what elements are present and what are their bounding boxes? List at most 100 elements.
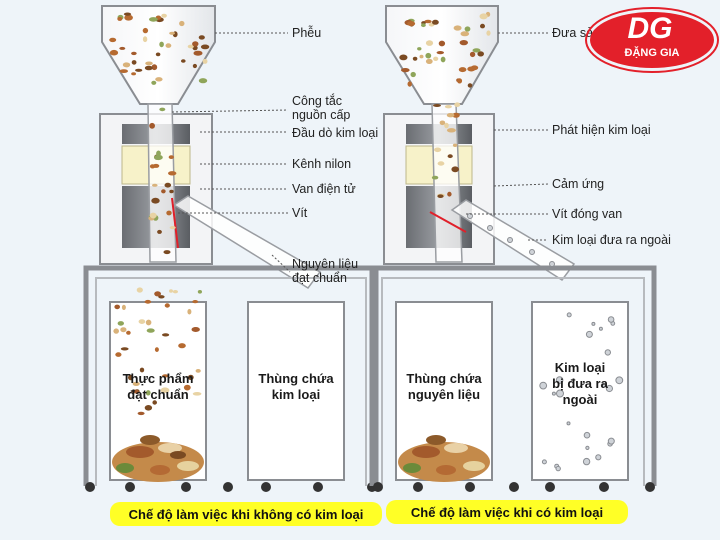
metal-particle [566, 312, 572, 318]
bin-metal-left [247, 301, 345, 481]
label-hopper: Phễu [292, 25, 321, 40]
nut-particle [161, 189, 166, 194]
wheel [645, 482, 655, 492]
metal-particle [595, 454, 602, 461]
label-valve-screw: Vít đóng van [552, 207, 622, 221]
nut-pile-right [398, 435, 490, 482]
valve-flap-left [171, 197, 179, 249]
nut-particle [458, 67, 467, 73]
logo-name: ĐẶNG GIA [625, 46, 680, 59]
nut-particle [164, 303, 170, 308]
nut-particle [161, 13, 167, 18]
nut-particle [165, 43, 172, 48]
nut-particle [149, 212, 157, 219]
caption-box-left [110, 502, 382, 526]
label-nylon-channel: Kênh nilon [292, 157, 351, 171]
nut-particle [145, 319, 152, 326]
wheel [465, 482, 475, 492]
nut-particle [159, 107, 166, 112]
caption-left: Chế độ làm việc khi không có kim loại [129, 507, 364, 522]
nut-particle [480, 23, 485, 29]
nut-particle [151, 197, 160, 204]
nut-particle [457, 78, 463, 84]
wheel [545, 482, 555, 492]
nut-particle [407, 21, 416, 27]
metal-particle [529, 249, 535, 255]
metal-particle [583, 431, 591, 439]
nut-particle [200, 44, 210, 50]
nut-particle [444, 105, 452, 109]
metal-particle [585, 445, 590, 450]
nut-particle [446, 113, 455, 118]
nut-particle [146, 328, 155, 333]
nut-particle [168, 155, 174, 160]
nut-particle [446, 128, 456, 133]
nut-particle [135, 68, 143, 72]
wheel [261, 482, 271, 492]
nut-particle [169, 289, 173, 293]
nut-particle [407, 81, 412, 87]
nut-particle [467, 66, 476, 72]
nut-particle [191, 327, 200, 332]
metal-particle [607, 316, 615, 323]
nut-particle [154, 347, 159, 352]
brand-logo: DG ĐẶNG GIA [585, 7, 719, 73]
nut-particle [163, 250, 171, 255]
nut-particle [149, 17, 158, 22]
metal-particle [541, 459, 547, 465]
nut-particle [447, 154, 453, 159]
nut-particle [128, 374, 134, 381]
nut-particle [117, 16, 123, 21]
nut-particle [469, 51, 476, 58]
nut-particle [453, 25, 462, 31]
nut-particle [454, 102, 461, 107]
nut-particle [459, 40, 468, 46]
nut-particle [195, 369, 201, 373]
hopper-right [385, 5, 499, 105]
left-machine [83, 5, 379, 492]
nut-particle [439, 120, 446, 126]
nut-particle [472, 48, 481, 53]
nut-particle [486, 30, 491, 36]
label-metal-probe: Đầu dò kim loại [292, 126, 378, 140]
nut-particle [434, 147, 442, 153]
nut-particle [178, 343, 186, 349]
metal-particle [604, 349, 611, 356]
label-solenoid-valve: Van điện tử [292, 182, 356, 196]
nut-particle [444, 122, 449, 129]
nut-particle [464, 26, 471, 32]
nut-particle [138, 319, 146, 324]
wheel [313, 482, 323, 492]
logo-mark: DG [628, 12, 673, 45]
nut-particle [126, 330, 131, 335]
nut-particle [179, 20, 185, 27]
nut-particle [159, 41, 164, 48]
wheel [413, 482, 423, 492]
nut-particle [166, 210, 172, 216]
label-metal-detection: Phát hiện kim loại [552, 123, 651, 137]
nut-particle [132, 381, 140, 386]
left-leaders [171, 32, 291, 273]
nut-particle [169, 189, 174, 194]
nut-particle [155, 77, 163, 82]
nut-particle [169, 31, 176, 35]
nut-particle [136, 287, 143, 293]
label-metal-out: Kim loại đưa ra ngoài [552, 233, 671, 247]
nut-particle [431, 175, 439, 180]
nut-particle [144, 299, 152, 304]
nut-particle [151, 80, 157, 85]
nut-particle [131, 60, 137, 65]
frame-left [83, 265, 379, 486]
wheel [125, 482, 135, 492]
nut-particle [162, 333, 170, 337]
bin-rejected-right [531, 301, 629, 481]
falling-particles-right [399, 11, 491, 198]
nut-particle [401, 68, 410, 73]
wheel [181, 482, 191, 492]
nut-particle [460, 31, 470, 37]
nut-particle [187, 44, 194, 49]
nut-particle [155, 52, 161, 57]
nut-particle [131, 51, 137, 56]
